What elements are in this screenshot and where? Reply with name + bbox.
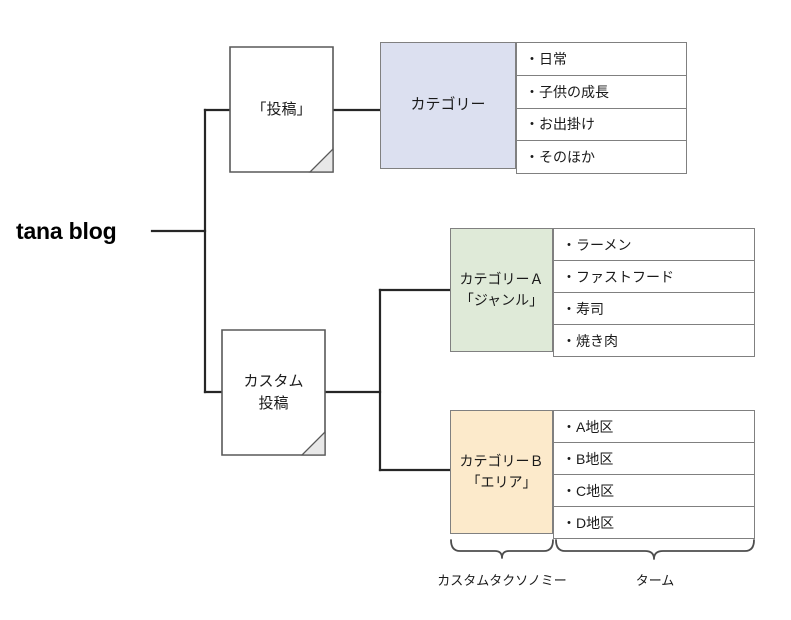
- term-cell[interactable]: ・子供の成長: [516, 74, 687, 109]
- term-cell[interactable]: ・寿司: [553, 292, 755, 325]
- term-cell[interactable]: ・そのほか: [516, 140, 687, 175]
- custom-post-node-label[interactable]: カスタム 投稿: [222, 330, 325, 455]
- category-b-label-line2: 「エリア」: [466, 474, 537, 490]
- term-brace: [555, 539, 755, 560]
- table-row: ・B地区: [553, 442, 755, 475]
- post-node-label[interactable]: 「投稿」: [251, 100, 312, 118]
- term-brace-label: ターム: [635, 573, 675, 588]
- term-cell[interactable]: ・お出掛け: [516, 107, 687, 142]
- category-b-label-line1: カテゴリーＢ: [459, 453, 544, 469]
- term-cell[interactable]: ・ラーメン: [553, 228, 755, 261]
- term-cell[interactable]: ・ファストフード: [553, 260, 755, 293]
- term-cell[interactable]: ・焼き肉: [553, 324, 755, 357]
- category-a-label-line2: 「ジャンル」: [459, 292, 544, 308]
- table-row: ・C地区: [553, 474, 755, 507]
- category-a-box[interactable]: カテゴリーＡ 「ジャンル」: [450, 228, 553, 352]
- custom-post-label-line1: カスタム: [243, 372, 304, 390]
- table-row: ・D地区: [553, 506, 755, 539]
- term-cell[interactable]: ・C地区: [553, 474, 755, 507]
- table-row: ・焼き肉: [553, 324, 755, 357]
- table-row: ・ファストフード: [553, 260, 755, 293]
- taxonomy-brace: [450, 539, 554, 559]
- table-row: ・A地区: [553, 410, 755, 443]
- category-b-box[interactable]: カテゴリーＢ 「エリア」: [450, 410, 553, 534]
- custom-post-label-line2: 投稿: [258, 394, 289, 412]
- table-row: ・ラーメン: [553, 228, 755, 261]
- table-row: ・そのほか: [516, 140, 687, 175]
- category-a-label-line1: カテゴリーＡ: [459, 271, 544, 287]
- table-row: ・お出掛け: [516, 107, 687, 142]
- term-cell[interactable]: ・D地区: [553, 506, 755, 539]
- term-cell[interactable]: ・B地区: [553, 442, 755, 475]
- taxonomy-brace-label: カスタムタクソノミー: [437, 573, 567, 588]
- terms-table-area: ・A地区 ・B地区 ・C地区 ・D地区: [553, 410, 755, 539]
- table-row: ・子供の成長: [516, 74, 687, 109]
- table-row: ・日常: [516, 42, 687, 76]
- category-default-box[interactable]: カテゴリー: [380, 42, 516, 169]
- terms-table-genre: ・ラーメン ・ファストフード ・寿司 ・焼き肉: [553, 228, 755, 357]
- term-cell[interactable]: ・A地区: [553, 410, 755, 443]
- terms-table-default: ・日常 ・子供の成長 ・お出掛け ・そのほか: [516, 42, 687, 175]
- category-default-label: カテゴリー: [410, 96, 486, 114]
- table-row: ・寿司: [553, 292, 755, 325]
- root-label: tana blog: [16, 217, 117, 244]
- term-cell[interactable]: ・日常: [516, 42, 687, 76]
